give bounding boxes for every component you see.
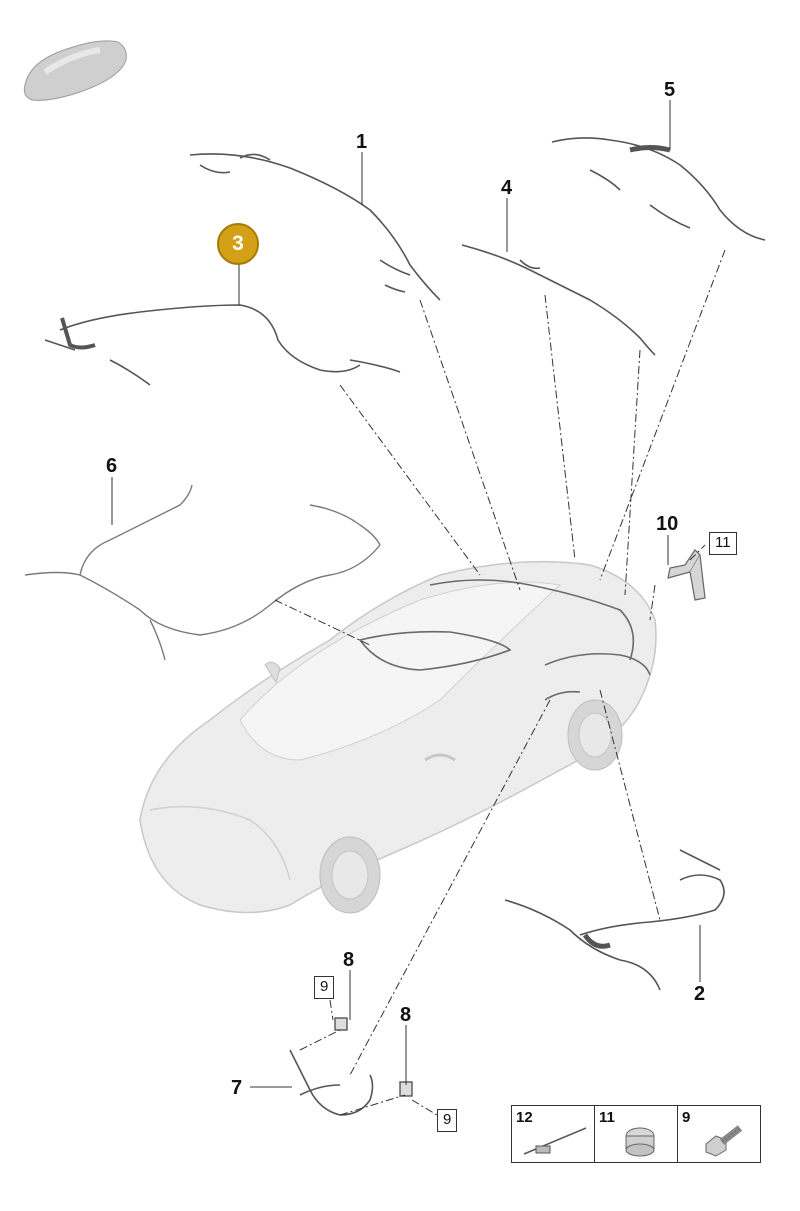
callout-1: 1	[356, 131, 368, 153]
cable-tie-icon	[523, 1127, 587, 1155]
nut-icon	[625, 1127, 655, 1157]
callout-2: 2	[694, 983, 706, 1005]
harness-5	[551, 137, 766, 241]
callout-11-box: 11	[709, 532, 737, 555]
callout-7: 7	[231, 1077, 243, 1099]
harness-6	[24, 484, 381, 661]
legend-cell-11: 11	[595, 1106, 678, 1162]
harness-1	[189, 153, 441, 301]
car-thumbnail-icon	[23, 40, 127, 101]
legend-cell-12: 12	[512, 1106, 595, 1162]
callout-4: 4	[501, 177, 513, 199]
callout-5: 5	[664, 79, 676, 101]
harness-7	[289, 1049, 374, 1116]
legend-label: 12	[516, 1109, 533, 1126]
callout-8-lower: 8	[400, 1004, 412, 1026]
callout-9-box-lower: 9	[437, 1109, 458, 1132]
bracket-10	[667, 549, 706, 601]
callout-3-highlighted: 3	[217, 223, 259, 265]
callout-10: 10	[656, 513, 679, 535]
legend-label: 9	[682, 1109, 691, 1126]
connector-8	[334, 1017, 413, 1097]
harness-4	[461, 244, 656, 356]
leader-lines	[111, 100, 701, 1088]
callout-6: 6	[106, 455, 118, 477]
harness-2	[504, 849, 725, 991]
callout-9-box-upper: 9	[314, 976, 335, 999]
callout-8-upper: 8	[343, 949, 355, 971]
parts-legend: 12 11 9	[511, 1105, 761, 1163]
harness-3	[44, 304, 401, 386]
legend-cell-9: 9	[678, 1106, 760, 1162]
car-harness	[358, 579, 651, 701]
car-body	[139, 560, 657, 914]
reference-lines	[274, 249, 726, 1116]
legend-label: 11	[599, 1109, 615, 1126]
bolt-icon	[705, 1125, 743, 1157]
